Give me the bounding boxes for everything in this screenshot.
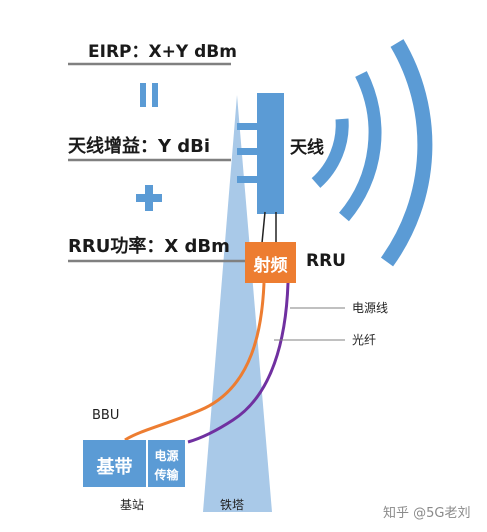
equals-sign-bar-right <box>152 83 158 107</box>
antenna-panel <box>257 93 284 214</box>
antenna-label: 天线 <box>290 138 324 158</box>
bbu-label: BBU <box>92 408 120 423</box>
fiber-cable <box>187 282 290 444</box>
antenna-bracket-mid <box>237 148 261 155</box>
antenna-gain-label: 天线增益：Y dBi <box>68 136 211 157</box>
power-cable <box>124 282 266 442</box>
tower-label: 铁塔 <box>220 498 245 512</box>
eirp-label: EIRP：X+Y dBm <box>88 42 237 62</box>
baseband-box <box>83 440 146 487</box>
fiber-label: 光纤 <box>352 333 377 347</box>
radio-wave-medium <box>339 71 382 222</box>
radio-wave-large <box>380 39 433 267</box>
radio-wave-small <box>311 118 349 188</box>
antenna-bracket-bottom <box>237 176 261 183</box>
base-station-label: 基站 <box>120 498 145 512</box>
tower-shape <box>203 95 272 512</box>
power-line-label: 电源线 <box>352 301 389 315</box>
rru-box <box>245 242 296 283</box>
power-transport-label-2: 传输 <box>154 468 179 482</box>
rru-power-label: RRU功率：X dBm <box>68 236 230 257</box>
power-transport-label-1: 电源 <box>154 449 179 463</box>
rf-unit-label: 射频 <box>253 256 288 276</box>
baseband-label: 基带 <box>96 457 133 478</box>
rru-label: RRU <box>306 251 346 271</box>
power-transport-box <box>148 440 185 487</box>
antenna-cable-left <box>261 211 266 244</box>
watermark: 知乎 @5G老刘 <box>383 506 471 521</box>
plus-sign-v <box>145 185 153 211</box>
equals-sign-bar-left <box>140 83 146 107</box>
antenna-bracket-top <box>237 123 261 130</box>
